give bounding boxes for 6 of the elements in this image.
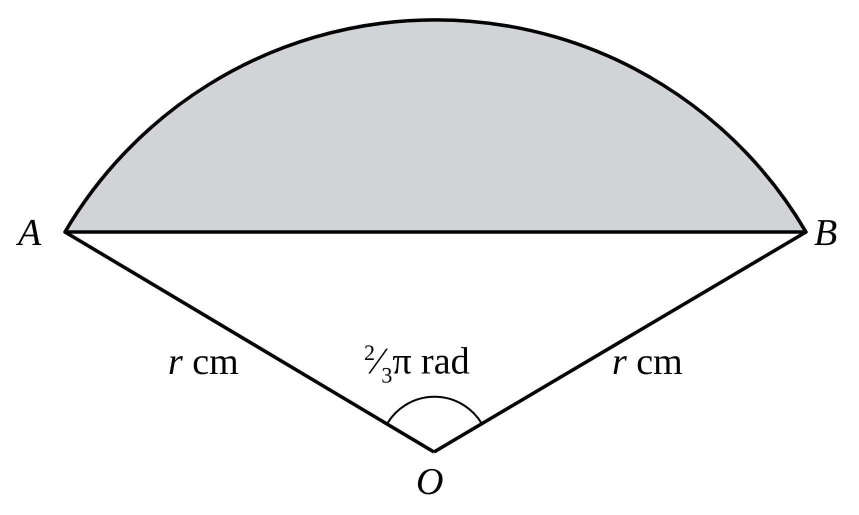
length-label: r cm bbox=[168, 343, 239, 381]
point-label: B bbox=[814, 214, 838, 252]
point-label: O bbox=[416, 463, 444, 501]
length-label: r cm bbox=[612, 343, 683, 381]
angle-label: $^{2}$⁄$_{3}$π rad bbox=[364, 342, 470, 386]
point-label: A bbox=[18, 214, 42, 252]
